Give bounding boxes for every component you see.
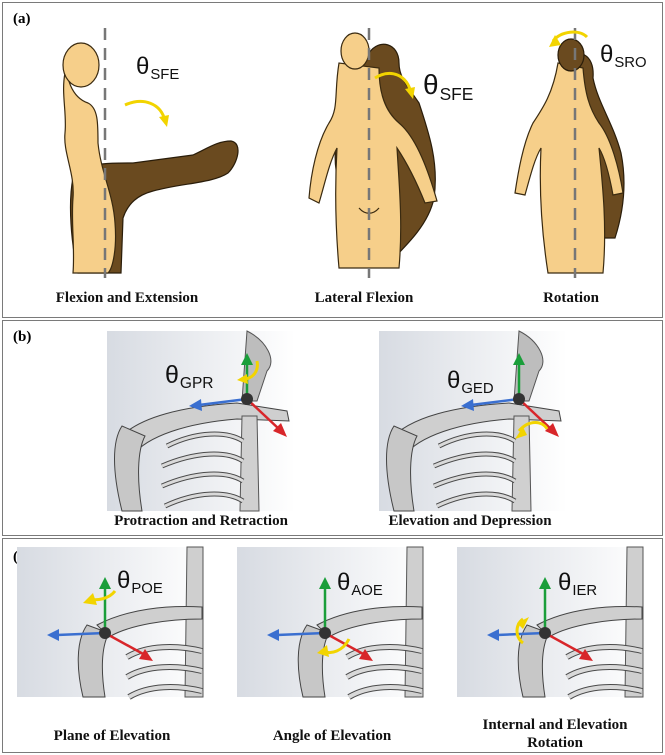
caption-elevation-depression: Elevation and Depression — [355, 513, 585, 530]
protraction-retraction-skeleton — [107, 331, 295, 511]
plane-of-elevation-skeleton — [17, 547, 207, 697]
caption-internal-elevation: Internal and Elevation — [455, 717, 655, 734]
elevation-depression-skeleton — [379, 331, 567, 511]
theta-sfe-label-1: θSFE — [136, 53, 179, 81]
theta-sro-label: θSRO — [600, 41, 647, 69]
caption-plane-of-elevation: Plane of Elevation — [27, 728, 197, 745]
caption-rotation-c: Rotation — [455, 735, 655, 752]
caption-rotation: Rotation — [521, 290, 621, 307]
panel-b: (b) θGPR — [2, 320, 663, 536]
theta-ier-label: θIER — [558, 569, 597, 597]
caption-angle-of-elevation: Angle of Elevation — [247, 728, 417, 745]
lateral-flexion-figure — [299, 23, 469, 283]
panel-a-label: (a) — [13, 11, 31, 28]
panel-b-label: (b) — [13, 329, 31, 346]
theta-aoe-label: θAOE — [337, 569, 383, 597]
angle-of-elevation-skeleton — [237, 547, 427, 697]
panel-c: (c) θPOE — [2, 538, 663, 753]
caption-lateral-flexion: Lateral Flexion — [289, 290, 439, 307]
caption-flexion-extension: Flexion and Extension — [27, 290, 227, 307]
theta-sfe-label-2: θSFE — [423, 69, 473, 101]
internal-external-rotation-skeleton — [457, 547, 647, 697]
theta-gpr-label: θGPR — [165, 361, 214, 390]
theta-ged-label: θGED — [447, 367, 494, 395]
panel-a: (a) θSFE θSFE θSRO Flexion and Extension… — [2, 2, 663, 318]
theta-poe-label: θPOE — [117, 567, 163, 595]
caption-protraction-retraction: Protraction and Retraction — [81, 513, 321, 530]
